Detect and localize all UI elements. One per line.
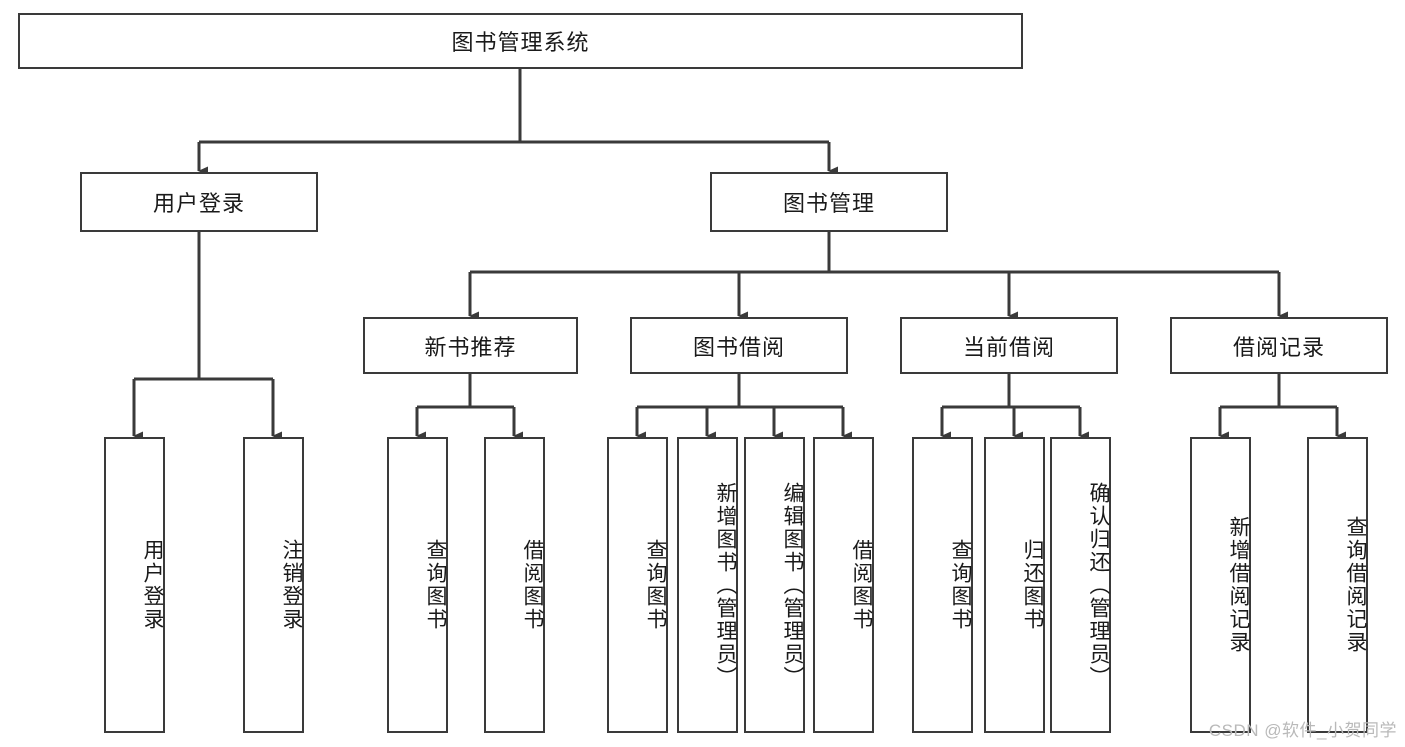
node-label: 借阅图书 (850, 539, 873, 631)
node-leaf-user-login[interactable]: 用户登录 (104, 437, 165, 733)
node-leaf-edit-book[interactable]: 编辑图书（管理员） (744, 437, 805, 733)
node-new-book-rec[interactable]: 新书推荐 (363, 317, 578, 374)
node-leaf-confirm-return[interactable]: 确认归还（管理员） (1050, 437, 1111, 733)
watermark-label: CSDN @软件_小贺同学 (1208, 721, 1397, 740)
node-label: 新增图书（管理员） (714, 481, 737, 689)
node-label: 确认归还（管理员） (1087, 481, 1110, 689)
node-book-borrow[interactable]: 图书借阅 (630, 317, 848, 374)
node-label: 查询图书 (424, 539, 447, 631)
node-label: 图书管理 (782, 191, 875, 216)
node-user-login[interactable]: 用户登录 (80, 172, 318, 232)
node-leaf-borrow-book-rec[interactable]: 借阅图书 (484, 437, 545, 733)
node-book-manage[interactable]: 图书管理 (710, 172, 948, 232)
node-label: 用户登录 (141, 539, 164, 631)
node-label: 图书管理系统 (451, 30, 590, 55)
node-label: 查询图书 (644, 539, 667, 631)
node-label: 当前借阅 (962, 334, 1055, 360)
node-current-borrow[interactable]: 当前借阅 (900, 317, 1118, 374)
node-label: 借阅记录 (1232, 334, 1325, 360)
node-label: 新增借阅记录 (1227, 516, 1250, 654)
node-label: 查询借阅记录 (1344, 516, 1367, 654)
node-borrow-record[interactable]: 借阅记录 (1170, 317, 1388, 374)
node-label: 查询图书 (949, 539, 972, 631)
node-label: 编辑图书（管理员） (781, 481, 804, 689)
node-label: 图书借阅 (692, 334, 785, 360)
node-leaf-query-book-cb[interactable]: 查询图书 (912, 437, 973, 733)
node-label: 注销登录 (280, 539, 303, 631)
node-leaf-return-book[interactable]: 归还图书 (984, 437, 1045, 733)
node-leaf-borrow-book-br[interactable]: 借阅图书 (813, 437, 874, 733)
node-label: 新书推荐 (424, 334, 517, 360)
node-leaf-query-record[interactable]: 查询借阅记录 (1307, 437, 1368, 733)
node-label: 借阅图书 (521, 539, 544, 631)
node-label: 用户登录 (152, 191, 245, 216)
node-leaf-add-book[interactable]: 新增图书（管理员） (677, 437, 738, 733)
node-label: 归还图书 (1021, 539, 1044, 631)
node-leaf-query-book-br[interactable]: 查询图书 (607, 437, 668, 733)
node-leaf-query-book-rec[interactable]: 查询图书 (387, 437, 448, 733)
node-leaf-add-record[interactable]: 新增借阅记录 (1190, 437, 1251, 733)
node-leaf-logout[interactable]: 注销登录 (243, 437, 304, 733)
node-root[interactable]: 图书管理系统 (18, 13, 1023, 69)
